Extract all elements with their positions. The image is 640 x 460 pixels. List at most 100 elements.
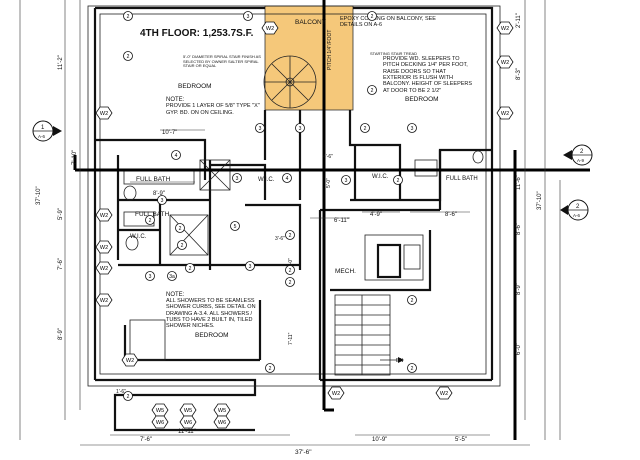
svg-text:W6: W6 [156, 420, 164, 426]
dim-right-b: 11'-6" [516, 175, 522, 190]
door-tag: 2 [367, 85, 377, 95]
svg-text:4: 4 [286, 176, 289, 182]
door-tag: 3 [341, 175, 351, 185]
window-tag-w6: W6 [151, 415, 169, 429]
svg-text:2: 2 [269, 366, 272, 372]
note-1-label: NOTE: [166, 97, 185, 103]
svg-text:W2: W2 [501, 26, 509, 32]
straight-stair [334, 294, 404, 376]
dim-left-e: 8'-9" [58, 328, 64, 340]
svg-text:W2: W2 [440, 391, 448, 397]
svg-text:2: 2 [127, 54, 130, 60]
floor-title: 4TH FLOOR: 1,253.7S.F. [140, 28, 254, 39]
window-tag-w5: W5 [151, 403, 169, 417]
window-tag-w2: W2 [496, 55, 514, 69]
room-bedroom-sw: BEDROOM [195, 332, 229, 339]
door-tag: 2 [407, 295, 417, 305]
svg-text:2: 2 [189, 266, 192, 272]
door-tag: 3a [167, 271, 177, 281]
section-marker-1-num: 1 [41, 125, 45, 131]
dim-left-b: 37'-10" [36, 186, 42, 205]
fixture-outlines [123, 150, 484, 361]
window-tag-w2: W2 [496, 21, 514, 35]
dim-6-11: 6'-11" [334, 218, 349, 224]
dim-5-0b: 5'-0" [288, 258, 294, 268]
svg-text:W5: W5 [218, 408, 226, 414]
window-tag-w2: W2 [95, 261, 113, 275]
note-pitch: PITCH 1/4"/FOOT [327, 30, 333, 70]
section-marker-1-sheet: A-6 [38, 134, 46, 139]
note-1-text: PROVIDE 1 LAYER OF 5/8" TYPE "X" GYP. BD… [166, 103, 260, 116]
svg-text:3: 3 [259, 126, 262, 132]
svg-text:W2: W2 [100, 266, 108, 272]
dim-right-d: 8'-6" [516, 223, 522, 235]
note-2-text: ALL SHOWERS TO BE SEAMLESS SHOWER CURBS,… [166, 298, 256, 329]
section-marker-2-sheet: A-9 [577, 158, 585, 163]
door-tag: 2 [145, 215, 155, 225]
window-tag-w6: W6 [179, 415, 197, 429]
window-tag-w2: W2 [121, 353, 139, 367]
window-tag-w2: W2 [496, 106, 514, 120]
svg-text:3: 3 [236, 176, 239, 182]
svg-text:3: 3 [247, 14, 250, 20]
svg-text:2: 2 [397, 178, 400, 184]
svg-text:3a: 3a [169, 274, 175, 280]
dim-bottom-c: 10'-9" [372, 437, 387, 443]
svg-text:W2: W2 [332, 391, 340, 397]
dim-right-f: 6'-0" [516, 343, 522, 355]
section-marker-1: 1 A-6 [32, 120, 62, 142]
svg-text:3: 3 [161, 198, 164, 204]
window-tag-w2: W2 [95, 106, 113, 120]
dim-left-d: 7'-6" [58, 258, 64, 270]
room-balcony: BALCONY [295, 19, 327, 26]
svg-text:W5: W5 [156, 408, 164, 414]
room-bedroom-ne: BEDROOM [405, 96, 439, 103]
door-tag: 3 [243, 11, 253, 21]
room-full-bath-e: FULL BATH [446, 176, 478, 182]
window-tag-w2: W2 [327, 386, 345, 400]
svg-text:2: 2 [181, 243, 184, 249]
section-marker-2-num: 2 [580, 149, 584, 155]
svg-text:2: 2 [411, 366, 414, 372]
section-marker-2: 2 A-9 [563, 144, 600, 166]
window-tag-w2: W2 [435, 386, 453, 400]
note-spiral-stair: 5'-0" DIAMETER SPIRAL STAIR FINISH AS SE… [183, 55, 261, 68]
room-full-bath-w2: FULL BATH [135, 211, 170, 218]
dim-8-9: 8'-9" [153, 191, 165, 197]
svg-text:2: 2 [371, 88, 374, 94]
dim-right-top: 2'-11" [516, 13, 522, 28]
dim-left-c: 5'-9" [58, 208, 64, 220]
svg-text:W2: W2 [100, 245, 108, 251]
dim-1-6: 1'-6" [116, 389, 126, 395]
svg-text:2: 2 [364, 126, 367, 132]
door-tag: 5 [230, 221, 240, 231]
svg-text:3: 3 [249, 264, 252, 270]
svg-text:3: 3 [149, 274, 152, 280]
door-tag: 2 [123, 391, 133, 401]
dim-8-6: 8'-6" [445, 212, 457, 218]
door-tag: 2 [123, 51, 133, 61]
dim-5-0: 5'-0" [326, 178, 332, 188]
svg-text:W2: W2 [266, 26, 274, 32]
section-marker-3-num: 2 [576, 204, 580, 210]
note-epoxy: EPOXY COATING ON BALCONY, SEE DETAILS ON… [340, 16, 436, 28]
room-full-bath-w: FULL BATH [136, 176, 171, 183]
window-tag-w2: W2 [95, 208, 113, 222]
window-tag-w2: W2 [95, 293, 113, 307]
spiral-stair [263, 55, 317, 109]
door-tag: 2 [123, 11, 133, 21]
door-tag: 3 [407, 123, 417, 133]
svg-text:2: 2 [411, 298, 414, 304]
interior-walls [95, 110, 492, 380]
room-bedroom-nw: BEDROOM [178, 83, 212, 90]
svg-text:2: 2 [149, 218, 152, 224]
svg-text:3: 3 [345, 178, 348, 184]
room-wic-2: W.I.C. [372, 174, 389, 180]
door-tag: 2 [285, 265, 295, 275]
door-tag: 2 [285, 277, 295, 287]
note-sleepers: PROVIDE WD. SLEEPERS TO PITCH DECKING 1/… [383, 56, 472, 94]
dim-7-11: 7'-11" [288, 332, 294, 345]
door-tag: 2 [393, 175, 403, 185]
